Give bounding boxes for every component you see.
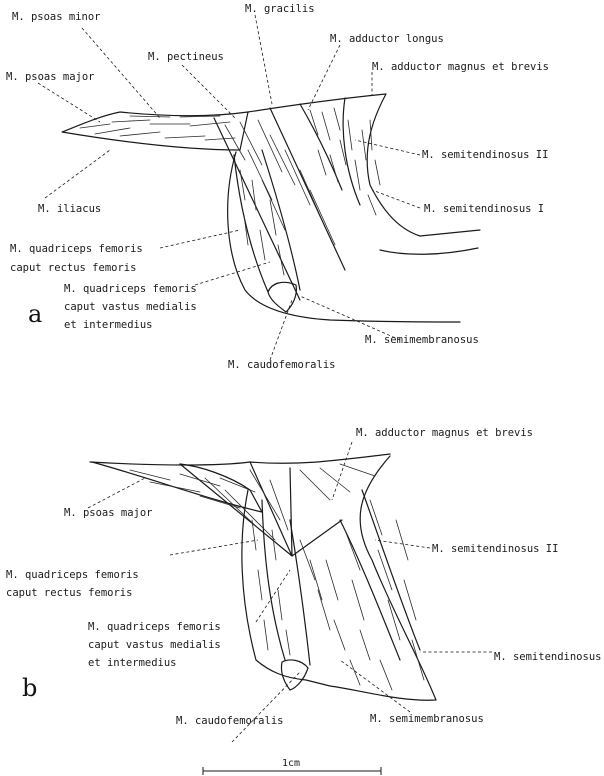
label-b-psoas-major: M. psoas major <box>64 507 153 519</box>
label-b-semitendinosus-ii: M. semitendinosus II <box>432 543 558 555</box>
label-pectineus: M. pectineus <box>148 51 224 63</box>
panel-b-semitend-outline <box>340 490 420 660</box>
panel-b-labels: M. adductor magnus et brevis M. psoas ma… <box>6 427 604 727</box>
label-semimembranosus: M. semimembranosus <box>365 334 479 346</box>
panel-a-gracilis-outline <box>214 108 345 300</box>
label-caudofemoralis: M. caudofemoralis <box>228 359 335 371</box>
label-b-quad-vastus-line3: et intermedius <box>88 657 177 669</box>
scale-bar-label: 1cm <box>282 758 300 769</box>
label-adductor-longus: M. adductor longus <box>330 33 444 45</box>
label-b-quad-vastus-line2: caput vastus medialis <box>88 639 221 651</box>
label-quad-vastus-line3: et intermedius <box>64 319 153 331</box>
scale-bar: 1cm <box>203 758 381 775</box>
label-b-adductor-magnus-brevis: M. adductor magnus et brevis <box>356 427 533 439</box>
panel-a-adductor-outline <box>300 98 360 205</box>
label-b-semimembranosus: M. semimembranosus <box>370 713 484 725</box>
label-psoas-major: M. psoas major <box>6 71 95 83</box>
label-psoas-minor: M. psoas minor <box>12 11 101 23</box>
label-gracilis: M. gracilis <box>245 3 315 15</box>
label-semitendinosus-i: M. semitendinosus I <box>424 203 544 215</box>
panel-b: M. adductor magnus et brevis M. psoas ma… <box>6 427 604 742</box>
panel-a: M. psoas minor M. gracilis M. pectineus … <box>6 3 549 371</box>
panel-a-labels: M. psoas minor M. gracilis M. pectineus … <box>6 3 549 371</box>
label-b-quad-vastus-line1: M. quadriceps femoris <box>88 621 221 633</box>
panel-b-thigh-outline <box>242 456 436 700</box>
panel-a-caudofemoralis-outline <box>268 282 296 312</box>
panel-a-letter: a <box>28 300 42 328</box>
label-adductor-magnus-brevis: M. adductor magnus et brevis <box>372 61 549 73</box>
label-semitendinosus-ii: M. semitendinosus II <box>422 149 548 161</box>
panel-b-caudofemoralis-outline <box>281 660 308 690</box>
panel-b-letter: b <box>22 674 37 702</box>
label-b-quad-rectus-line2: caput rectus femoris <box>6 587 132 599</box>
panel-a-rectus-outline <box>234 150 300 292</box>
label-iliacus: M. iliacus <box>38 203 101 215</box>
label-b-quad-rectus-line1: M. quadriceps femoris <box>6 569 139 581</box>
label-quad-vastus-line1: M. quadriceps femoris <box>64 283 197 295</box>
label-b-caudofemoralis: M. caudofemoralis <box>176 715 283 727</box>
label-quad-rectus-line1: M. quadriceps femoris <box>10 243 143 255</box>
label-b-semitendinosus-i: M. semitendinosus I <box>494 651 604 663</box>
panel-a-thigh-lower-edge <box>380 248 478 254</box>
label-quad-vastus-line2: caput vastus medialis <box>64 301 197 313</box>
label-quad-rectus-line2: caput rectus femoris <box>10 262 136 274</box>
